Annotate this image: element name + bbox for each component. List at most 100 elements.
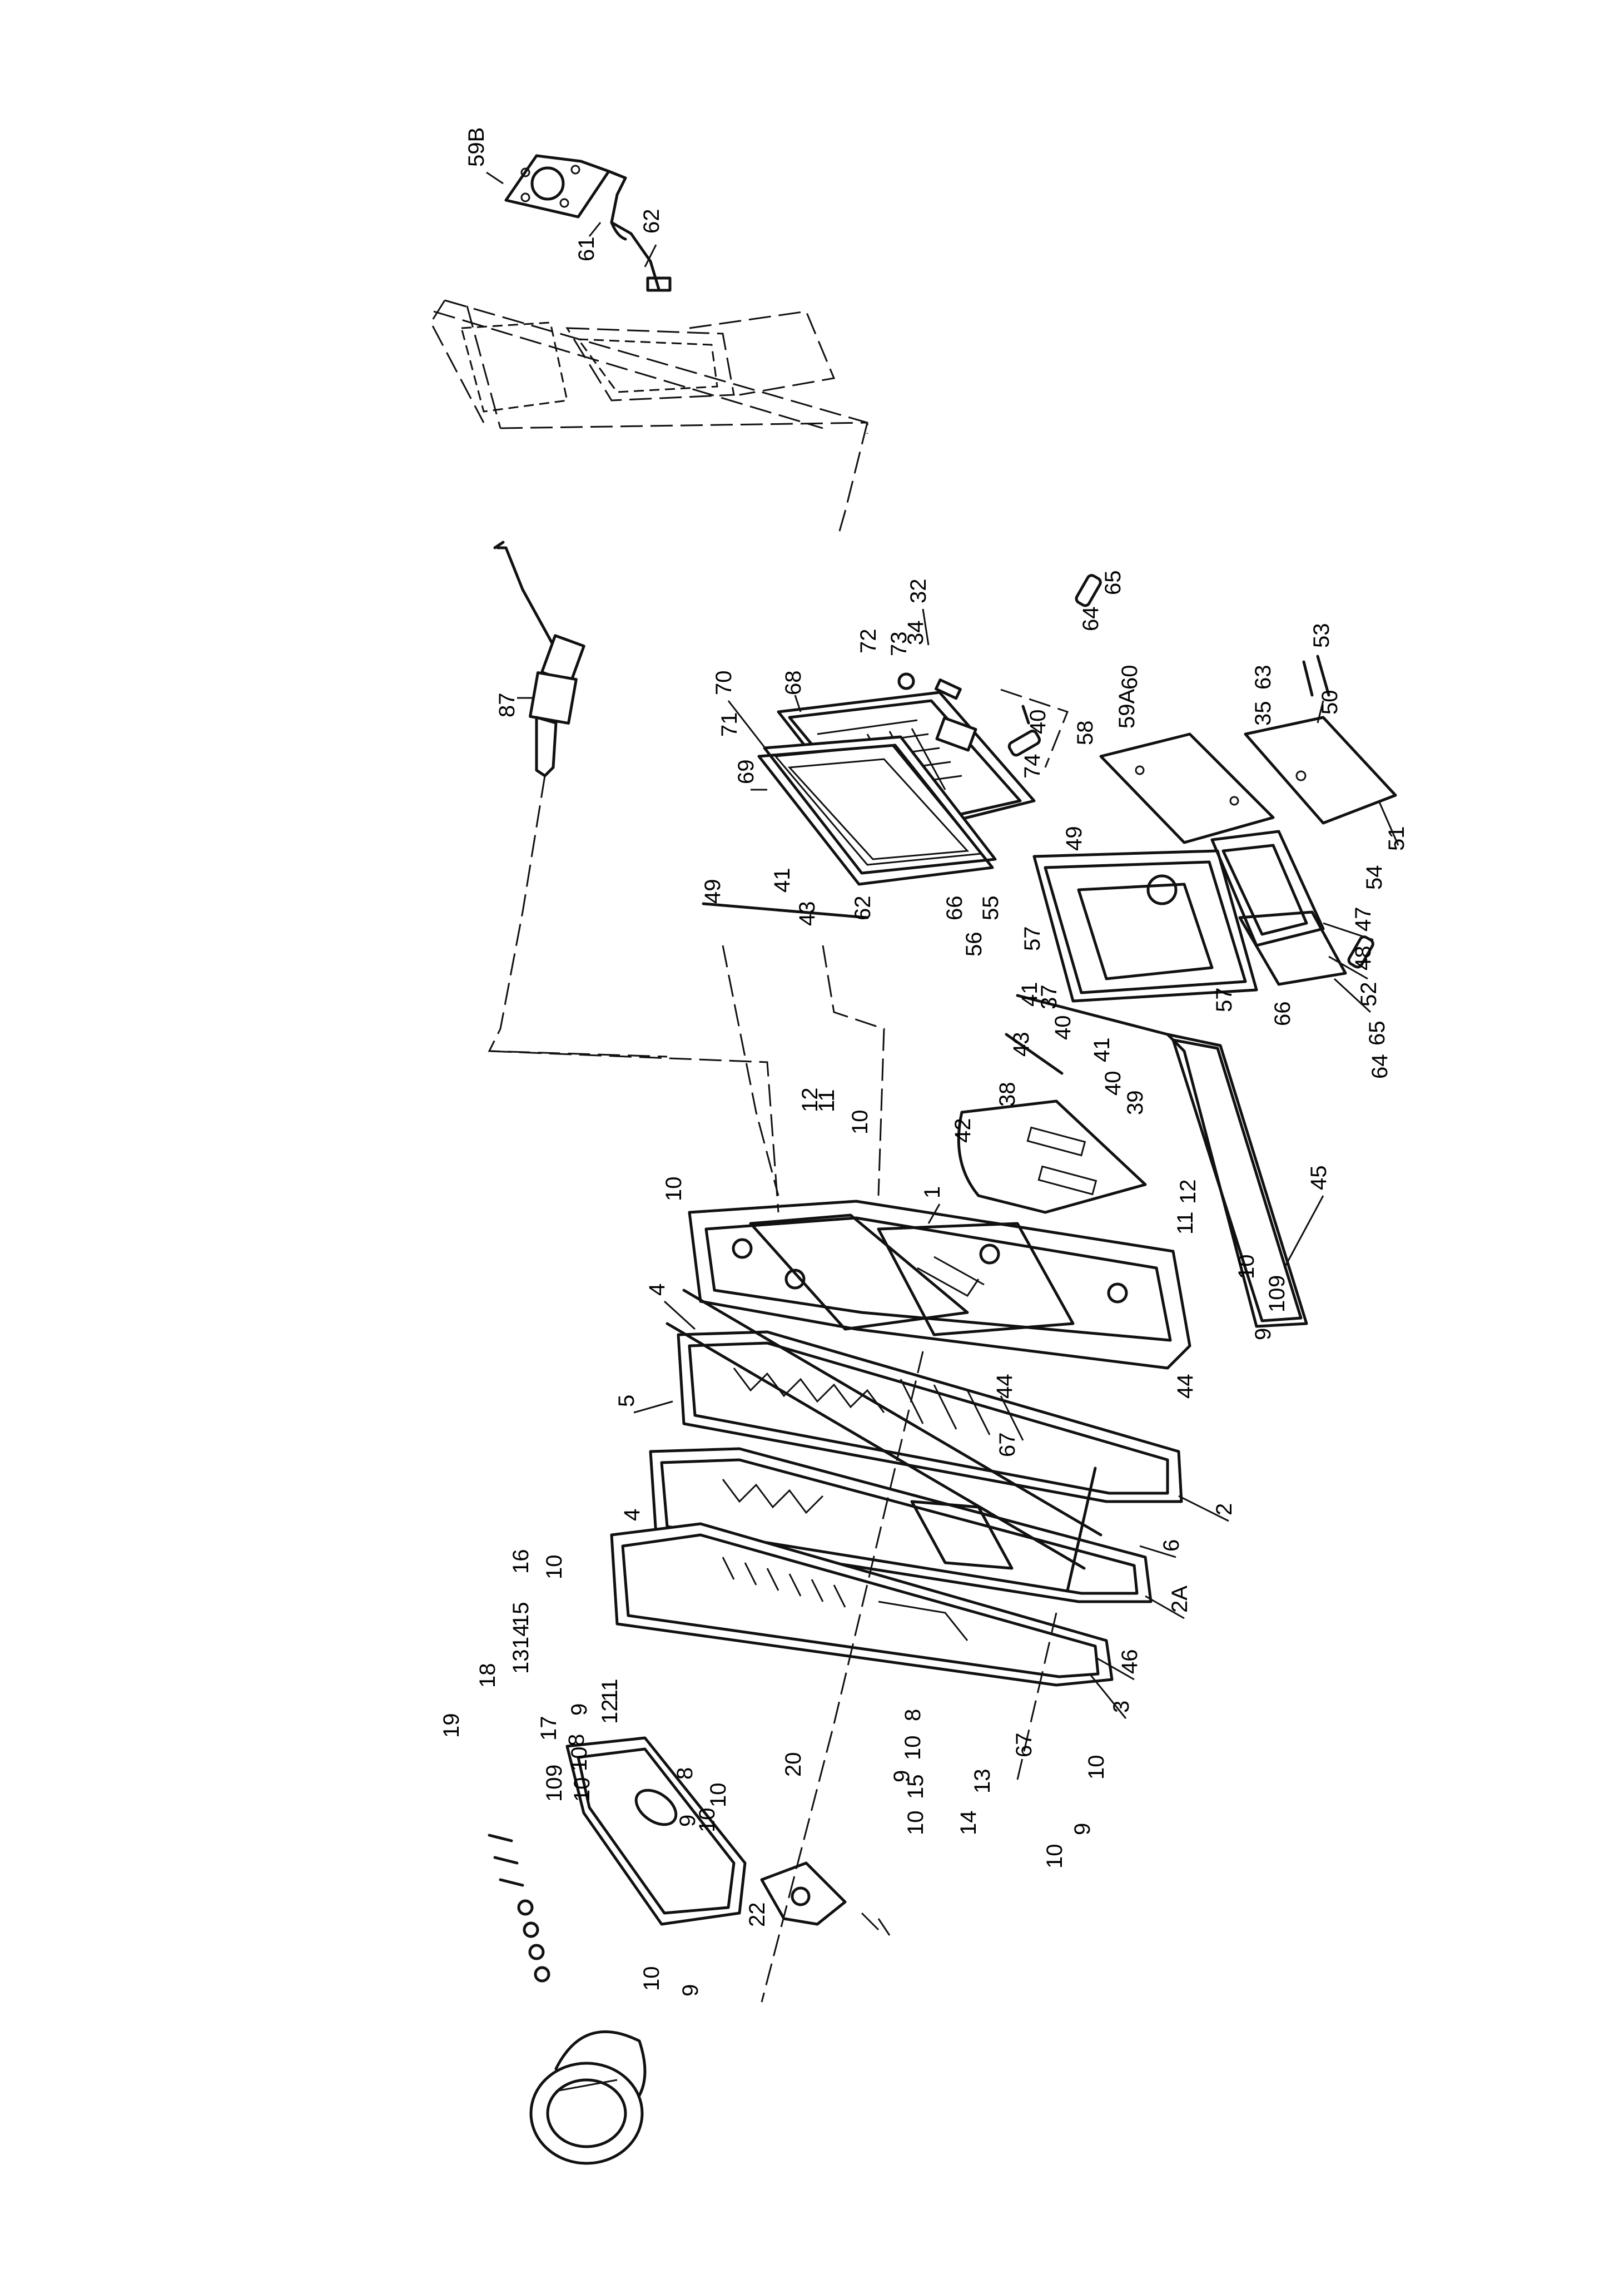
cover-50: [1244, 716, 1397, 825]
callout-64: 64: [1368, 1054, 1392, 1079]
callout-49: 49: [1062, 826, 1086, 851]
callout-18: 18: [475, 1663, 500, 1688]
callout-68: 68: [781, 671, 806, 696]
callout-69: 69: [734, 760, 758, 785]
gasket-plate-13: [760, 1861, 891, 1936]
callout-4: 4: [620, 1509, 644, 1521]
callout-46: 46: [1118, 1649, 1142, 1674]
intermediate-section-2: [677, 1330, 1183, 1503]
callout-41: 41: [1090, 1038, 1114, 1063]
callout-32: 32: [906, 579, 931, 604]
callout-43: 43: [795, 901, 820, 927]
callout-59A: 59A: [1115, 689, 1139, 729]
callout-47: 47: [1351, 907, 1375, 932]
callout-87: 87: [495, 693, 519, 718]
callout-71: 71: [717, 712, 742, 737]
ashpan-45: [1166, 1033, 1308, 1328]
callout-66: 66: [1270, 1002, 1295, 1027]
callout-40: 40: [1101, 1071, 1125, 1096]
callout-66: 66: [942, 896, 967, 921]
callout-4: 4: [645, 1284, 669, 1296]
callout-9: 9: [1251, 1328, 1275, 1340]
bolt-stack-left: [488, 1834, 550, 1983]
phantom-door-frame: [430, 299, 868, 532]
callout-34: 34: [903, 621, 928, 646]
callout-35: 35: [1251, 701, 1275, 726]
callout-10: 10: [848, 1110, 872, 1135]
callout-2A: 2A: [1168, 1586, 1192, 1613]
callout-19: 19: [439, 1713, 464, 1738]
callout-10: 10: [901, 1736, 925, 1761]
callout-10: 10: [542, 1555, 567, 1580]
callout-57: 57: [1212, 988, 1236, 1013]
callout-10: 10: [903, 1811, 928, 1836]
callout-15: 15: [903, 1775, 928, 1800]
callout-62: 62: [639, 209, 664, 234]
callout-63: 63: [1251, 665, 1275, 690]
callout-41: 41: [770, 868, 794, 893]
callout-11: 11: [598, 1678, 622, 1702]
callout-67: 67: [1012, 1733, 1036, 1758]
callout-65: 65: [1365, 1021, 1389, 1046]
callout-42: 42: [951, 1118, 975, 1143]
callout-44: 44: [1173, 1374, 1198, 1399]
callout-59B: 59B: [464, 127, 489, 167]
callout-38: 38: [995, 1082, 1020, 1107]
cover-plate-42: [957, 1099, 1147, 1214]
callout-8: 8: [564, 1734, 589, 1746]
callout-10: 10: [706, 1783, 731, 1808]
callout-8: 8: [673, 1767, 697, 1780]
callout-5: 5: [614, 1395, 639, 1407]
callout-9: 9: [542, 1765, 567, 1777]
door-hardware-72-74: [897, 672, 1041, 757]
callout-14: 14: [509, 1624, 533, 1649]
callout-17: 17: [537, 1716, 561, 1741]
callout-10: 10: [639, 1966, 664, 1991]
callout-6: 6: [1159, 1539, 1184, 1552]
callout-9: 9: [1070, 1823, 1095, 1835]
callout-11: 11: [815, 1089, 839, 1112]
callout-10: 10: [570, 1777, 594, 1802]
cover-59A: [1099, 732, 1275, 844]
flue-outlet: [529, 1736, 747, 2165]
callout-10: 10: [662, 1177, 686, 1202]
callout-8: 8: [901, 1709, 925, 1721]
bracket-59B-assembly: [504, 154, 672, 292]
callout-39: 39: [1123, 1091, 1148, 1116]
callout-65: 65: [1101, 571, 1125, 596]
callout-12: 12: [798, 1088, 822, 1113]
callout-9: 9: [567, 1703, 592, 1716]
callout-15: 15: [509, 1602, 533, 1627]
door-liner-69-71: [757, 735, 997, 886]
callout-10: 10: [542, 1777, 567, 1802]
callout-40: 40: [1026, 710, 1050, 735]
callout-40: 40: [1051, 1015, 1075, 1041]
callout-49: 49: [701, 879, 725, 904]
callout-16: 16: [509, 1549, 533, 1574]
callout-9: 9: [1265, 1275, 1289, 1287]
callout-10: 10: [695, 1808, 719, 1833]
callout-70: 70: [712, 671, 736, 696]
callout-53: 53: [1309, 623, 1334, 648]
callout-1: 1: [920, 1186, 945, 1198]
callout-10: 10: [1234, 1255, 1259, 1280]
callout-13: 13: [970, 1769, 995, 1794]
callout-labels: 59B 61 62 87 32 34 73 72 68 70 71 69 62 …: [439, 127, 1409, 1996]
callout-73: 73: [887, 632, 911, 657]
callout-20: 20: [781, 1752, 806, 1777]
callout-9: 9: [678, 1984, 703, 1996]
tie-rods: [666, 1289, 1102, 1592]
callout-62: 62: [851, 896, 875, 921]
callout-55: 55: [979, 896, 1003, 921]
leader-lines: [486, 171, 1399, 1719]
callout-58: 58: [1073, 721, 1097, 746]
callout-22: 22: [745, 1903, 769, 1928]
callout-13: 13: [509, 1649, 533, 1674]
callout-37: 37: [1037, 985, 1061, 1010]
callout-48: 48: [1351, 946, 1375, 971]
callout-9: 9: [890, 1770, 914, 1782]
callout-57: 57: [1020, 927, 1045, 952]
front-section-1: [688, 1200, 1191, 1370]
callout-12: 12: [1176, 1180, 1200, 1205]
